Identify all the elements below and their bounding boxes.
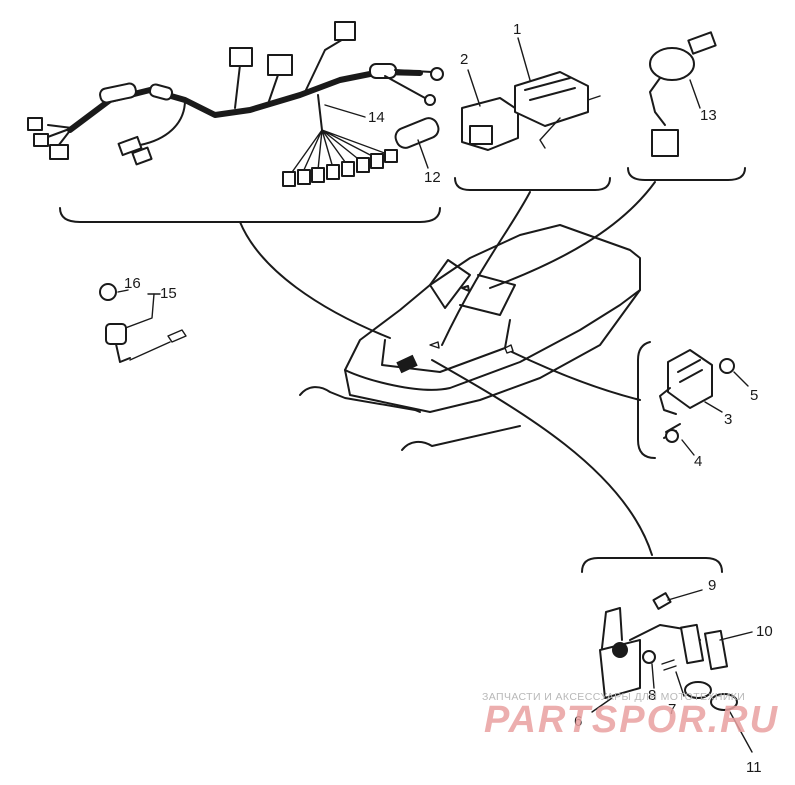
callout-1: 1 xyxy=(513,21,521,38)
callout-3: 3 xyxy=(724,411,732,428)
cdi-unit-group xyxy=(454,37,611,191)
watermark-tagline: ЗАПЧАСТИ И АКСЕССУАРЫ ДЛЯ МОТОТЕХНИКИ xyxy=(482,691,746,703)
callout-11: 11 xyxy=(746,759,762,776)
callout-10: 10 xyxy=(756,623,773,640)
watermark-brand: PARTSPOR.RU xyxy=(484,699,780,741)
callout-16: 16 xyxy=(124,275,141,292)
callout-7: 7 xyxy=(668,701,676,718)
ignition-coil-group xyxy=(581,557,753,753)
callout-5: 5 xyxy=(750,387,758,404)
connection-lines xyxy=(239,181,656,556)
lamp-socket-group xyxy=(99,283,187,363)
callout-4: 4 xyxy=(694,453,702,470)
callout-13: 13 xyxy=(700,107,717,124)
wire-harness xyxy=(27,21,444,223)
callout-12: 12 xyxy=(424,169,441,186)
callout-2: 2 xyxy=(460,51,468,68)
snowmobile-outline xyxy=(299,224,641,451)
callout-6: 6 xyxy=(574,713,582,730)
regulator-group xyxy=(637,341,749,459)
callout-9: 9 xyxy=(708,577,716,594)
ignition-switch-group xyxy=(627,31,746,181)
callout-15: 15 xyxy=(160,285,177,302)
callout-labels: 1 2 3 4 5 6 7 8 9 10 11 12 13 14 15 16 xyxy=(124,21,773,776)
callout-8: 8 xyxy=(648,687,656,704)
callout-14: 14 xyxy=(368,109,385,126)
